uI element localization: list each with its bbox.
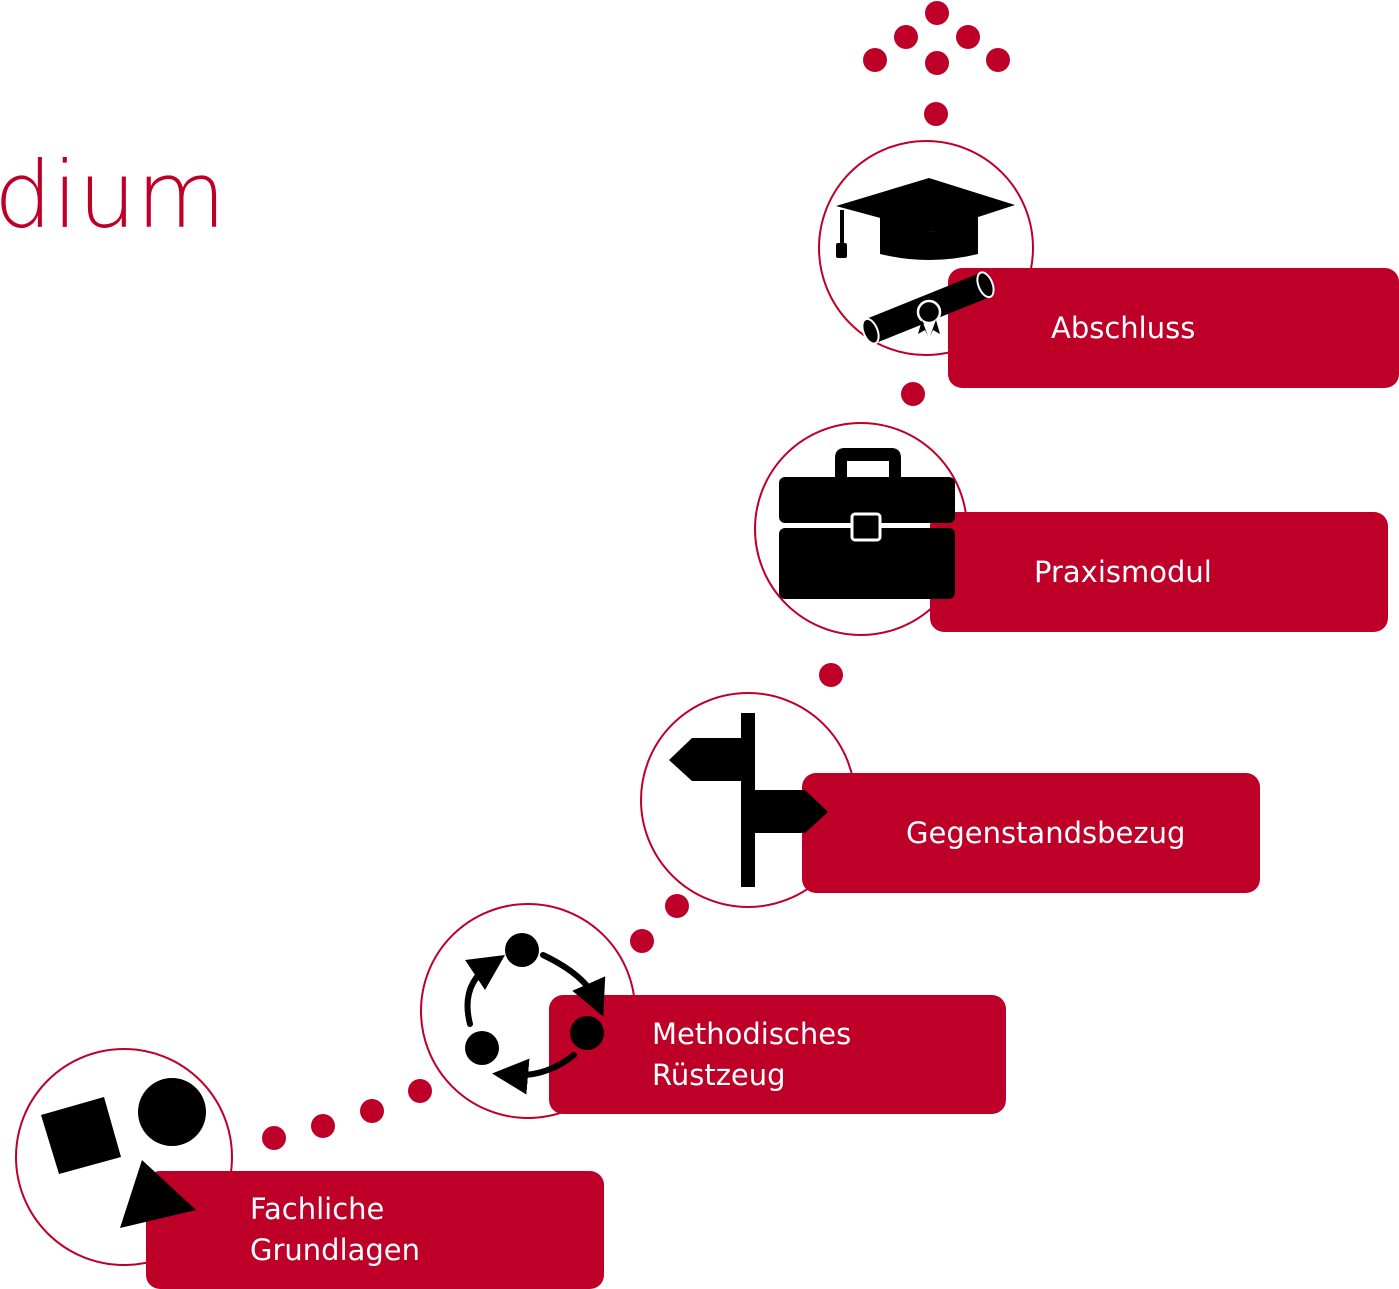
step-label: Methodisches Rüstzeug bbox=[652, 1016, 852, 1092]
icon-circle bbox=[420, 903, 636, 1119]
path-dot bbox=[956, 25, 980, 49]
step-label: Praxismodul bbox=[1034, 554, 1212, 589]
path-dot bbox=[665, 894, 689, 918]
path-dot bbox=[630, 929, 654, 953]
path-dot bbox=[311, 1114, 335, 1138]
icon-circle bbox=[15, 1048, 233, 1266]
step-label: Fachliche Grundlagen bbox=[250, 1192, 421, 1267]
path-dot bbox=[901, 382, 925, 406]
path-dot bbox=[894, 25, 918, 49]
path-dot bbox=[408, 1079, 432, 1103]
page-title: dium bbox=[0, 142, 226, 249]
step-label: Abschluss bbox=[1051, 310, 1196, 345]
step-label-box: Praxismodul bbox=[930, 512, 1388, 632]
path-dot bbox=[819, 663, 843, 687]
icon-circle bbox=[818, 140, 1034, 356]
path-dot bbox=[262, 1126, 286, 1150]
path-dot bbox=[925, 51, 949, 75]
step-label: Gegenstandsbezug bbox=[906, 815, 1186, 850]
path-dot bbox=[925, 1, 949, 25]
icon-circle bbox=[640, 692, 856, 908]
icon-circle bbox=[754, 422, 968, 636]
path-dot bbox=[924, 102, 948, 126]
step-label-box: Gegenstandsbezug bbox=[802, 773, 1260, 893]
path-dot bbox=[360, 1099, 384, 1123]
path-dot bbox=[863, 48, 887, 72]
path-dot bbox=[986, 48, 1010, 72]
